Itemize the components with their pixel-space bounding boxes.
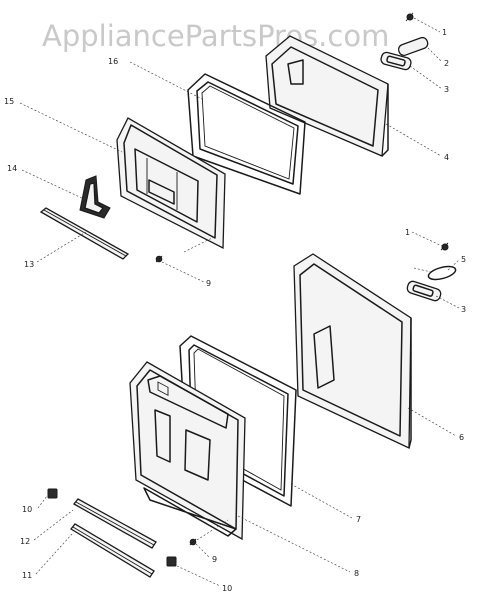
callout-15: 15 [4, 97, 14, 106]
door-rail-part-11 [70, 523, 155, 578]
callout-8: 8 [354, 569, 359, 578]
callout-10-left: 10 [22, 505, 32, 514]
freezer-door-outer-panel [265, 35, 389, 157]
fresh-food-door-outer-panel [293, 253, 412, 450]
freezer-door-rail-part-13 [39, 207, 130, 260]
screw-part-1-upper [405, 12, 414, 22]
callout-9-upper: 9 [206, 279, 211, 288]
shelf-clip-part-14 [79, 175, 111, 219]
bracket-part-10-lower [166, 556, 177, 567]
callout-11: 11 [22, 571, 32, 580]
callout-1-upper: 1 [442, 28, 447, 37]
callout-labels: 1 2 3 4 16 15 14 13 9 1 5 3 6 7 8 9 10 1… [4, 28, 466, 593]
callout-1-lower: 1 [405, 228, 410, 237]
screw-part-9-upper [155, 255, 163, 263]
callout-2: 2 [444, 59, 449, 68]
screw-part-9-lower [189, 538, 197, 546]
bracket-part-10-left [47, 488, 58, 499]
freezer-door-liner [116, 117, 226, 250]
door-handle-part-3-upper [380, 51, 412, 71]
screw-part-1-lower [440, 242, 449, 251]
callout-13: 13 [24, 260, 34, 269]
callout-12: 12 [20, 537, 30, 546]
watermark-text: AppliancePartsPros.com [42, 19, 389, 53]
callout-3-lower: 3 [461, 305, 466, 314]
handle-insert-part-2 [397, 36, 429, 57]
callout-7: 7 [356, 515, 361, 524]
callout-9-lower: 9 [212, 555, 217, 564]
leader-lines [19, 17, 460, 587]
fresh-food-door-liner [129, 361, 246, 541]
handle-insert-part-5 [427, 265, 457, 281]
callout-10-lower: 10 [222, 584, 232, 593]
callout-3-upper: 3 [444, 85, 449, 94]
callout-5: 5 [461, 255, 466, 264]
door-rail-part-12 [73, 498, 157, 549]
freezer-door-gasket [187, 73, 306, 195]
door-handle-part-3-lower [406, 280, 442, 302]
callout-16: 16 [108, 57, 118, 66]
callout-4: 4 [444, 153, 449, 162]
callout-6: 6 [459, 433, 464, 442]
callout-14: 14 [7, 164, 17, 173]
